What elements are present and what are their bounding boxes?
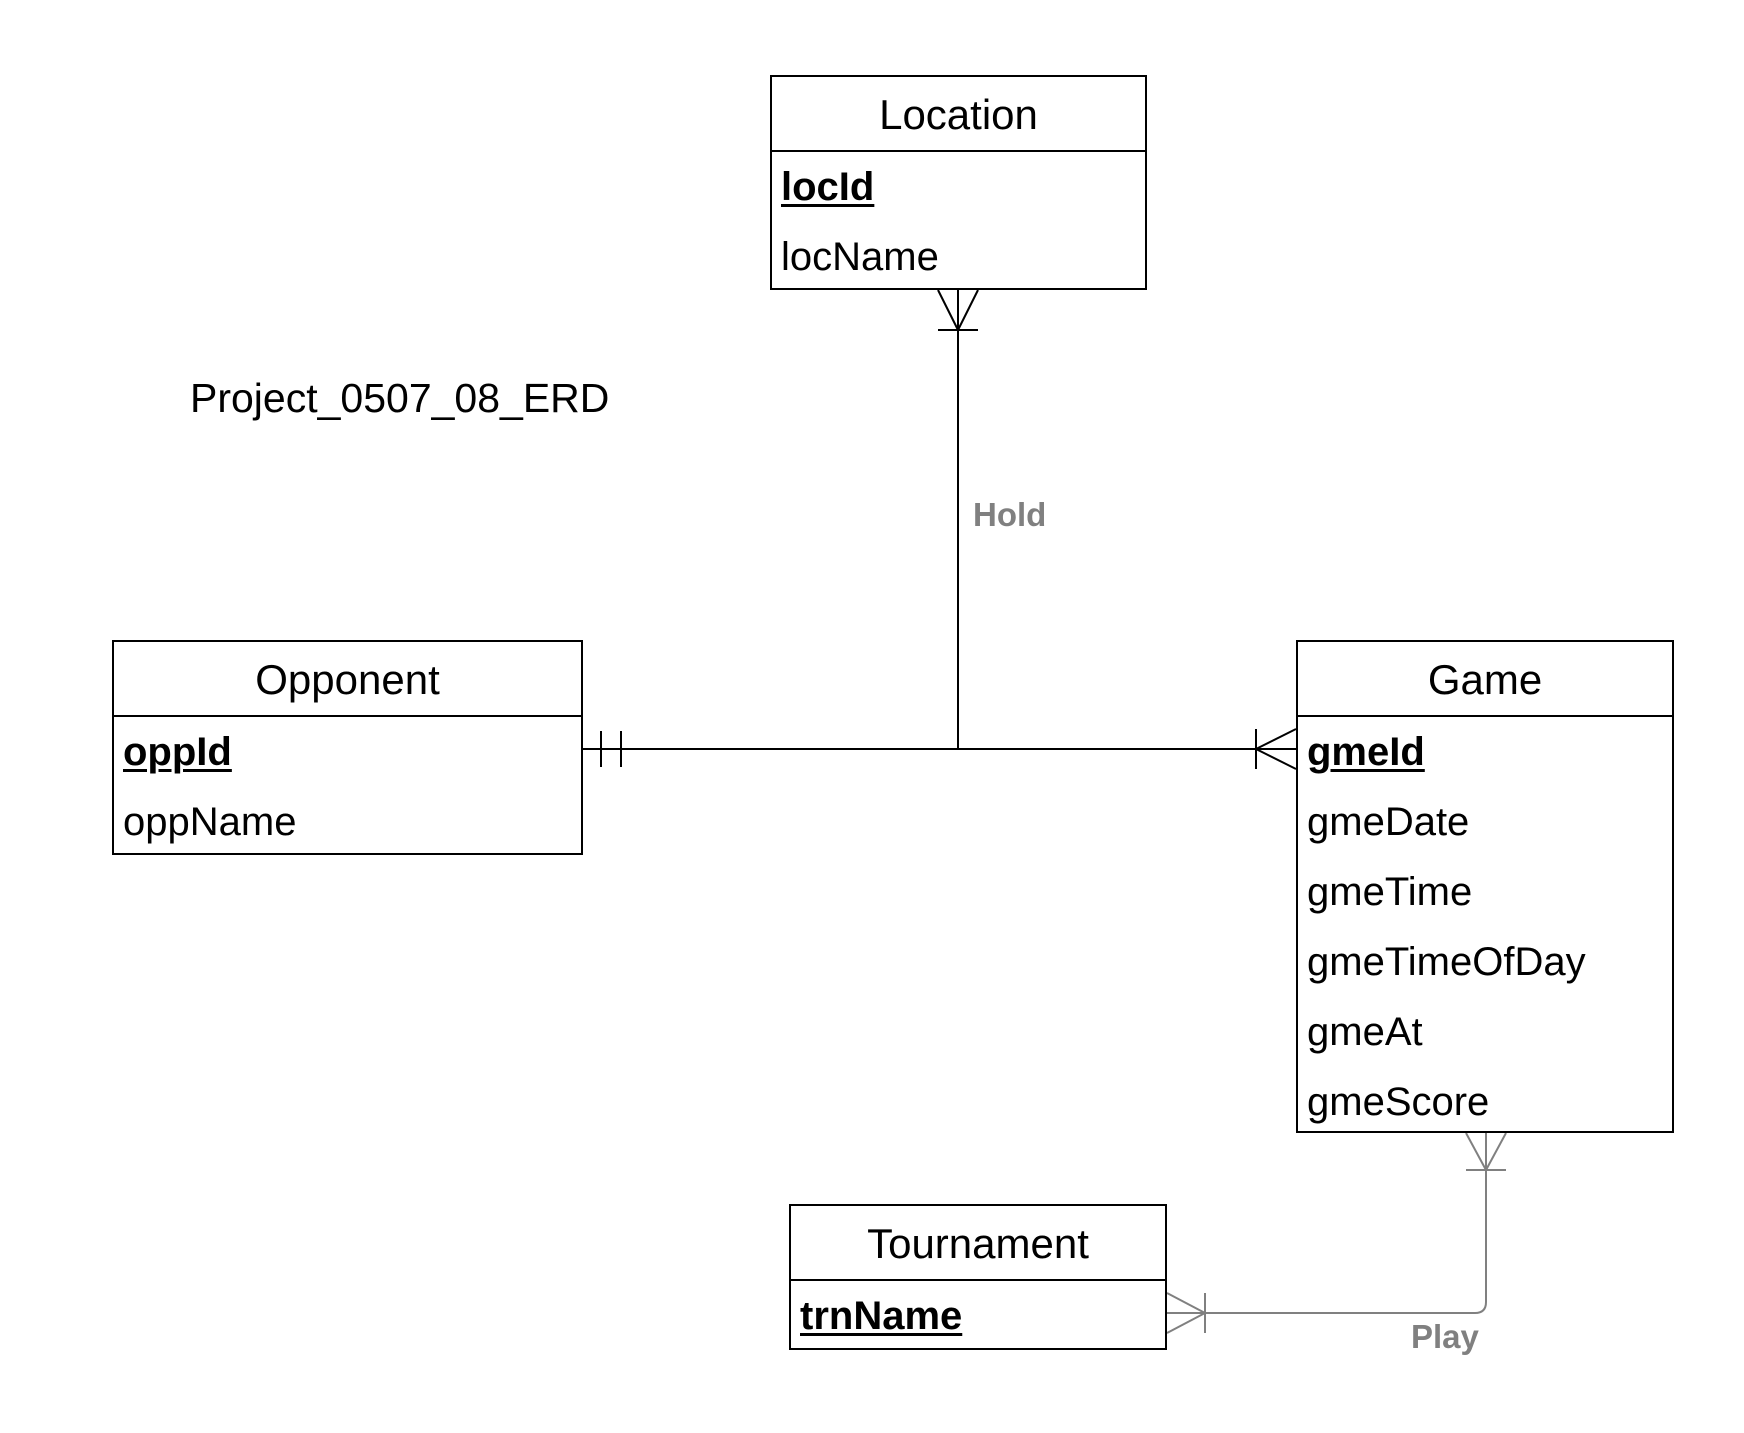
tournament-crowfoot-top	[1166, 1292, 1206, 1314]
entity-opponent-name: Opponent	[114, 642, 581, 717]
relationship-label-hold: Hold	[973, 496, 1047, 533]
entity-tournament-name: Tournament	[791, 1206, 1165, 1281]
entity-tournament[interactable]: Tournament trnName	[789, 1204, 1167, 1350]
attribute-oppname: oppName	[123, 800, 297, 844]
game-bottom-crowfoot-left	[1465, 1132, 1487, 1171]
entity-game[interactable]: Game gmeId gmeDate gmeTime gmeTimeOfDay …	[1296, 640, 1674, 1133]
game-crowfoot-bottom	[1255, 748, 1297, 770]
entity-location-name: Location	[772, 77, 1145, 152]
attribute-gmetime: gmeTime	[1307, 870, 1473, 914]
attribute-gmescore: gmeScore	[1307, 1080, 1490, 1124]
attribute-gmedate: gmeDate	[1307, 800, 1470, 844]
location-crowfoot-left	[937, 289, 959, 331]
entity-opponent[interactable]: Opponent oppId oppName	[112, 640, 583, 855]
relationship-label-play: Play	[1411, 1318, 1479, 1355]
entity-game-name: Game	[1298, 642, 1672, 717]
entity-location[interactable]: Location locId locName	[770, 75, 1147, 290]
attribute-oppid: oppId	[123, 730, 232, 774]
play-connector-path	[1167, 1133, 1487, 1314]
attribute-gmeid: gmeId	[1307, 730, 1425, 774]
play-relationship-lines	[1166, 1132, 1507, 1334]
tournament-crowfoot-bottom	[1166, 1312, 1206, 1334]
game-crowfoot-top	[1255, 728, 1297, 750]
location-crowfoot-right	[957, 289, 979, 331]
attribute-gmetimeofday: gmeTimeOfDay	[1307, 940, 1586, 984]
attribute-locname: locName	[781, 235, 939, 279]
hold-relationship-lines	[583, 289, 1297, 770]
attribute-trnname: trnName	[800, 1294, 963, 1338]
game-bottom-crowfoot-right	[1485, 1132, 1507, 1171]
attribute-gmeat: gmeAt	[1307, 1010, 1423, 1054]
attribute-locid: locId	[781, 165, 875, 209]
diagram-title: Project_0507_08_ERD	[190, 375, 610, 421]
